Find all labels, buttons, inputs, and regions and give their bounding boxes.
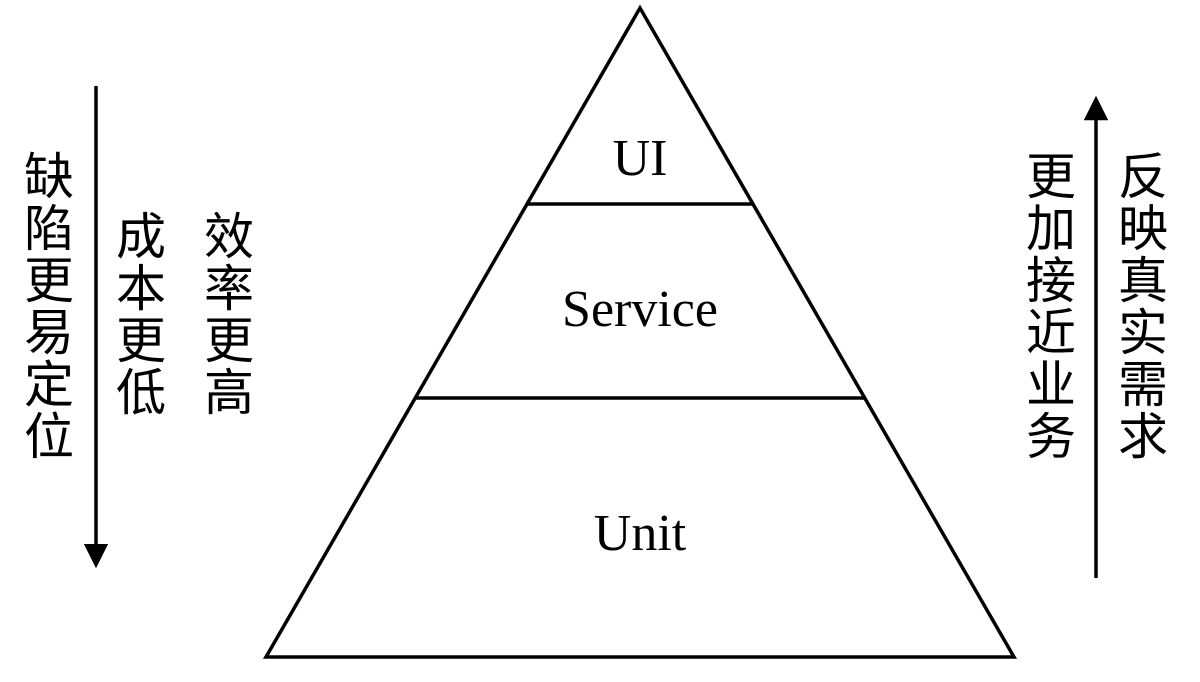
layer-label-service: Service [562, 281, 718, 338]
layer-label-ui: UI [613, 130, 668, 187]
layer-label-unit: Unit [594, 505, 687, 562]
right-text-real-requirements: 反映真实需求 [1110, 150, 1168, 462]
left-text-defect-localization: 缺陷更易定位 [16, 150, 74, 462]
left-text-higher-efficiency: 效率更高 [196, 210, 254, 418]
left-text-lower-cost: 成本更低 [108, 210, 166, 418]
right-text-closer-to-business: 更加接近业务 [1018, 150, 1076, 462]
pyramid-outline [262, 4, 1018, 659]
